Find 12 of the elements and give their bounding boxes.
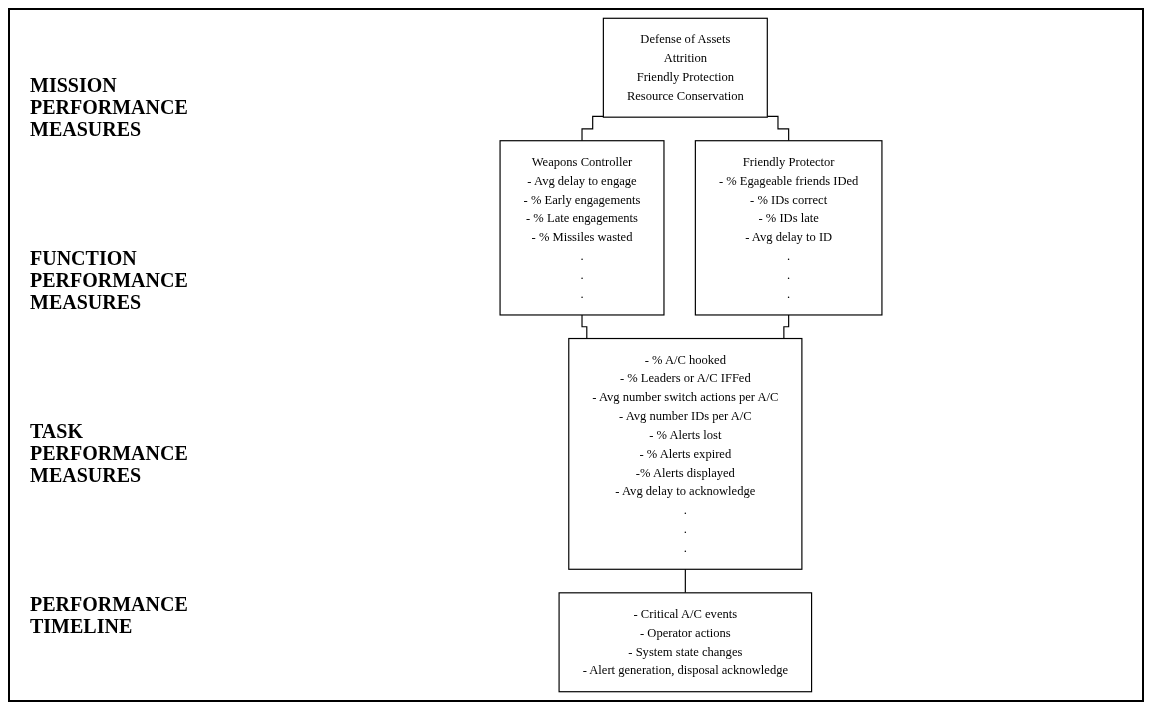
row-heading: PERFORMANCE TIMELINE [30,592,189,637]
connector [684,568,686,594]
node-box: - % A/C hooked - % Leaders or A/C IFFed - Avg number switch actions per A/C - Avg number IDs per A/C - % Alerts lost - % Alerts expired -% Alerts displayed - Avg delay to acknowledge . . . [568,337,803,570]
connector [581,115,604,142]
row-heading: TASK PERFORMANCE MEASURES [30,419,189,486]
node-box: - Critical A/C events - Operator actions - System state changes - Alert generation, disposal acknowledge [558,592,813,693]
connector [766,115,790,142]
node-box: Weapons Controller - Avg delay to engage - % Early engagements - % Late engagements - % Missiles wasted . . . [499,140,665,316]
row-heading: FUNCTION PERFORMANCE MEASURES [30,246,189,313]
node-box: Friendly Protector - % Egageable friends IDed - % IDs correct - % IDs late - Avg delay to ID . . . [694,140,883,316]
node-box: Defense of Assets Attrition Friendly Protection Resource Conservation [602,17,768,118]
row-heading: MISSION PERFORMANCE MEASURES [30,73,189,140]
